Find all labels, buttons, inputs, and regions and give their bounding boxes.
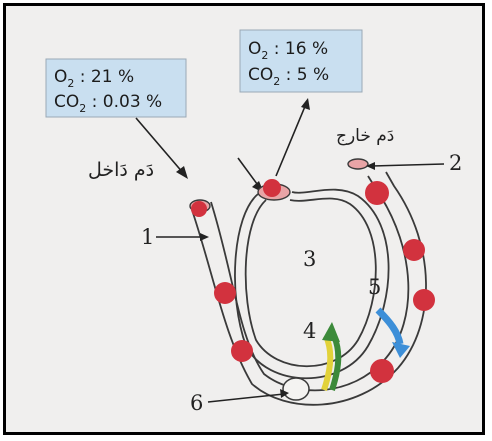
label-2-arrowhead [366, 162, 375, 170]
right-box-pointer-arrowhead [301, 98, 310, 110]
left-o2-value: : 21 % [74, 67, 134, 87]
blood-cell [365, 181, 389, 205]
blood-cell [263, 179, 281, 197]
blood-cells [191, 179, 435, 383]
left-o2-prefix: O [54, 67, 67, 87]
label-5: 5 [368, 275, 381, 299]
wall-cell [282, 377, 310, 401]
label-6-leader [207, 393, 285, 403]
oxygen-diffusion-arrow [321, 322, 342, 391]
right-box-pointer-line [275, 103, 307, 177]
label-4: 4 [303, 319, 316, 343]
blood-in-label: دَم دَاخل [88, 159, 154, 181]
alveolus-diagram: O2 : 21 % CO2 : 0.03 % O2 : 16 % CO2 : 5… [45, 29, 462, 415]
capillary-outlet [347, 158, 369, 170]
left-co2-sub: 2 [79, 102, 86, 115]
svg-text:CO2 : 0.03 %: CO2 : 0.03 % [54, 92, 162, 115]
right-o2-value: : 16 % [268, 39, 328, 59]
left-co2-prefix: CO [54, 92, 79, 112]
blood-cell [403, 239, 425, 261]
blood-cell [191, 201, 207, 217]
right-o2-prefix: O [248, 39, 261, 59]
alveolus-wall-outer [234, 188, 390, 380]
air-in-arrow-line [237, 157, 261, 189]
co2-diffusion-arrow [375, 307, 410, 358]
label-6-arrowhead [280, 389, 289, 398]
label-1: 1 [141, 225, 154, 249]
blood-cell [413, 289, 435, 311]
right-co2-sub: 2 [273, 75, 280, 88]
blood-cell [214, 282, 236, 304]
left-box-pointer-line [135, 117, 185, 175]
svg-text:O2 : 21 %: O2 : 21 % [54, 67, 134, 90]
exhaled-air-box: O2 : 16 % CO2 : 5 % [239, 29, 363, 93]
left-o2-sub: 2 [67, 77, 74, 90]
capillary-vessel [191, 171, 427, 406]
right-o2-sub: 2 [261, 49, 268, 62]
label-3: 3 [303, 247, 316, 271]
svg-text:O2 : 16 %: O2 : 16 % [248, 39, 328, 62]
label-1-arrowhead [200, 233, 209, 241]
svg-text:CO2 : 5 %: CO2 : 5 % [248, 65, 329, 88]
blood-out-label: دَم خارج [336, 126, 394, 146]
diagram-frame: O2 : 21 % CO2 : 0.03 % O2 : 16 % CO2 : 5… [3, 3, 485, 435]
right-co2-prefix: CO [248, 65, 273, 85]
label-2: 2 [449, 151, 462, 175]
blood-cell [231, 340, 253, 362]
label-2-leader [370, 163, 445, 167]
right-co2-value: : 5 % [280, 65, 329, 85]
blood-cell [370, 359, 394, 383]
label-6: 6 [190, 391, 203, 415]
left-co2-value: : 0.03 % [86, 92, 162, 112]
alveolus-wall-inner [244, 197, 377, 368]
left-box-pointer-arrowhead [176, 166, 188, 179]
inhaled-air-box: O2 : 21 % CO2 : 0.03 % [45, 58, 187, 118]
